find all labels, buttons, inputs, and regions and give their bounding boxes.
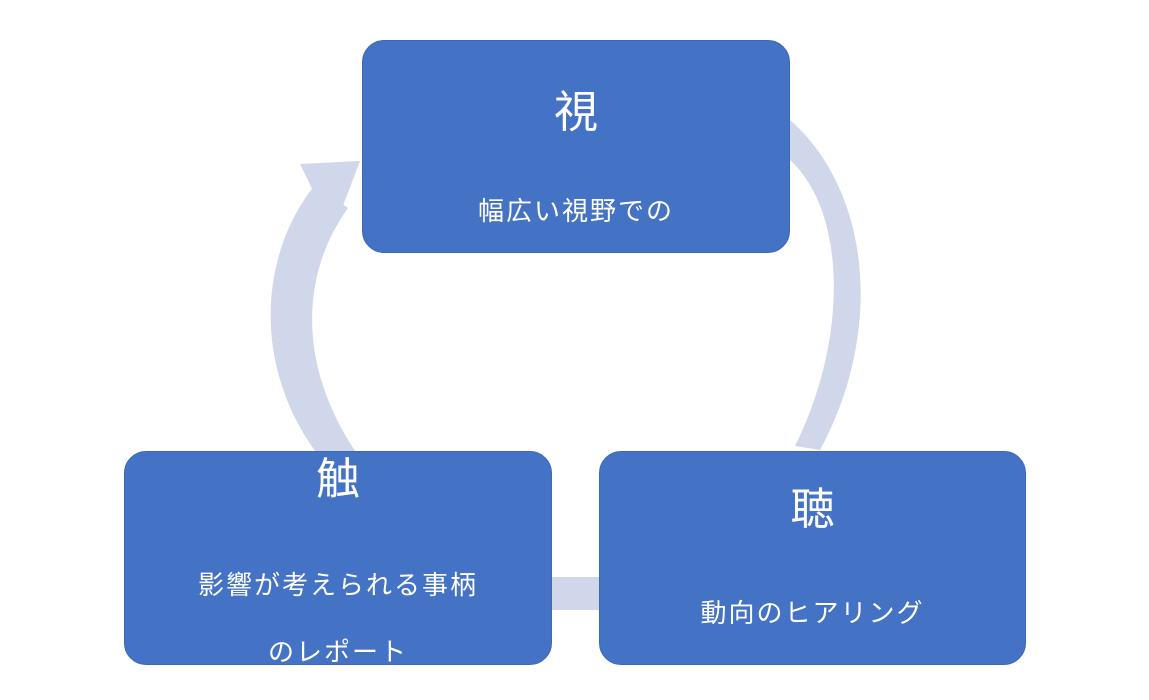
node-touch-line2: のレポート xyxy=(267,638,408,668)
connector-top-to-right xyxy=(790,120,861,450)
connector-right-to-left xyxy=(550,577,600,610)
node-sight: 視 幅広い視野での データ分析 xyxy=(362,40,790,295)
cycle-arrow-icon xyxy=(300,161,360,232)
node-hearing-line1: 動向のヒアリング xyxy=(700,599,925,629)
node-hearing-title: 聴 xyxy=(790,484,835,535)
connector-left-to-top xyxy=(270,185,355,451)
node-hearing: 聴 動向のヒアリング xyxy=(599,451,1026,665)
node-sight-line1: 幅広い視野での xyxy=(477,197,674,227)
node-touch-line1: 影響が考えられる事柄 xyxy=(197,571,478,601)
node-sight-line2: データ分析 xyxy=(505,265,646,295)
node-sight-title: 視 xyxy=(554,87,598,138)
node-touch-title: 触 xyxy=(316,454,360,505)
node-touch: 触 影響が考えられる事柄 のレポート xyxy=(124,451,552,668)
